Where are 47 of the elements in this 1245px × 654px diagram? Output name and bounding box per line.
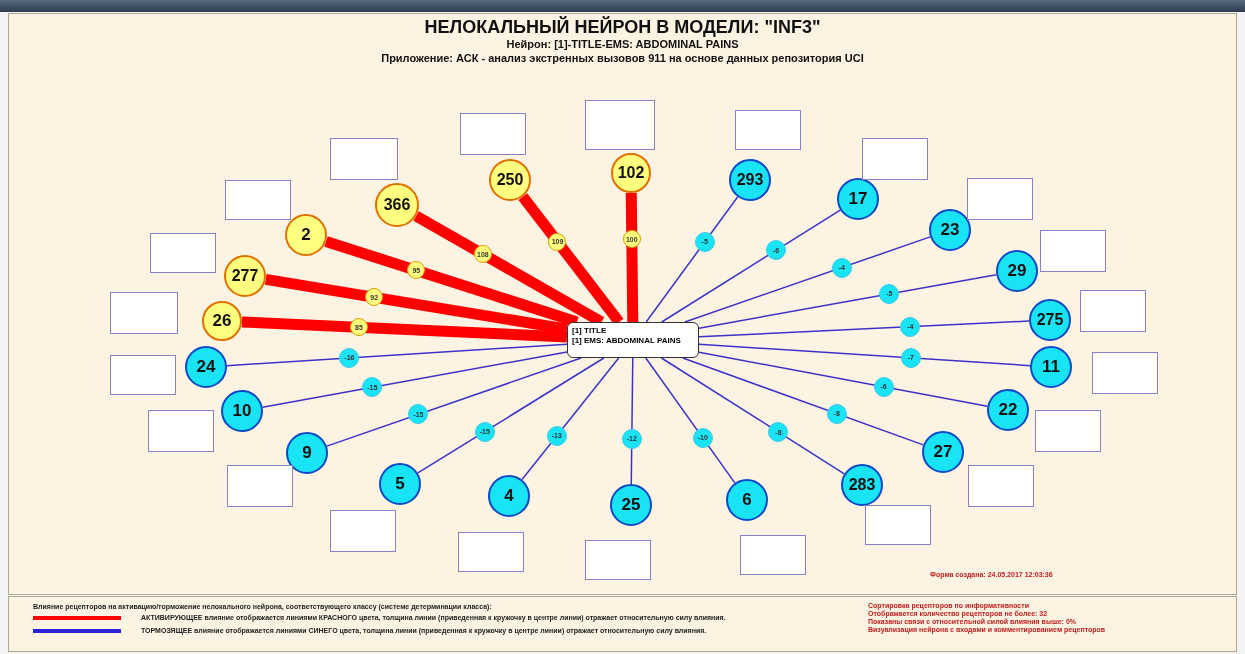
inhibiting-link	[698, 320, 1030, 338]
callout-box	[227, 465, 293, 507]
callout-box	[148, 410, 214, 452]
inhibiting-link	[660, 209, 841, 323]
callout-box	[460, 113, 526, 155]
callout-box	[1092, 352, 1158, 394]
callout-box	[1080, 290, 1146, 332]
callout-box	[225, 180, 291, 220]
callout-box	[585, 100, 655, 150]
callout-box	[1040, 230, 1106, 272]
node-text: [1] TITLE	[572, 326, 608, 336]
callout-box	[968, 465, 1034, 507]
callout-box	[862, 138, 928, 180]
inhibiting-link	[698, 273, 998, 329]
callout-box	[110, 355, 176, 395]
activating-link	[264, 274, 568, 335]
neuron-box	[567, 322, 699, 358]
callout-box	[110, 292, 178, 334]
callout-box	[967, 178, 1033, 220]
inhibiting-link	[261, 351, 568, 408]
inhibiting-link	[521, 357, 620, 481]
callout-box	[585, 540, 651, 580]
inhibiting-link	[630, 357, 634, 485]
callout-box	[150, 233, 216, 273]
callout-box	[458, 532, 524, 572]
inhibiting-link	[645, 196, 739, 323]
callout-box	[740, 535, 806, 575]
inhibiting-link	[682, 357, 924, 446]
callout-box	[865, 505, 931, 545]
inhibiting-link	[417, 357, 605, 474]
inhibiting-link	[645, 357, 736, 484]
subtitle: Нейрон: [1]-TITLE-EMS: ABDOMINAL PAINS	[505, 38, 740, 50]
inhibiting-link	[660, 357, 845, 475]
subtitle: Приложение: АСК - анализ экстренных вызовов 911 на основе данных репозитория UCI	[380, 52, 865, 64]
inhibiting-link	[226, 343, 568, 367]
inhibiting-link	[326, 357, 582, 447]
inhibiting-link	[698, 351, 989, 407]
callout-box	[735, 110, 801, 150]
activating-link	[625, 192, 639, 323]
inhibiting-link	[684, 236, 931, 323]
inhibiting-link	[698, 343, 1031, 367]
callout-box	[330, 138, 398, 180]
node-text: [1] EMS: ABDOMINAL PAINS	[572, 336, 682, 346]
title: НЕЛОКАЛЬНЫЙ НЕЙРОН В МОДЕЛИ: "INF3"	[423, 17, 822, 38]
callout-box	[330, 510, 396, 552]
callout-box	[1035, 410, 1101, 452]
activating-link	[241, 316, 568, 343]
